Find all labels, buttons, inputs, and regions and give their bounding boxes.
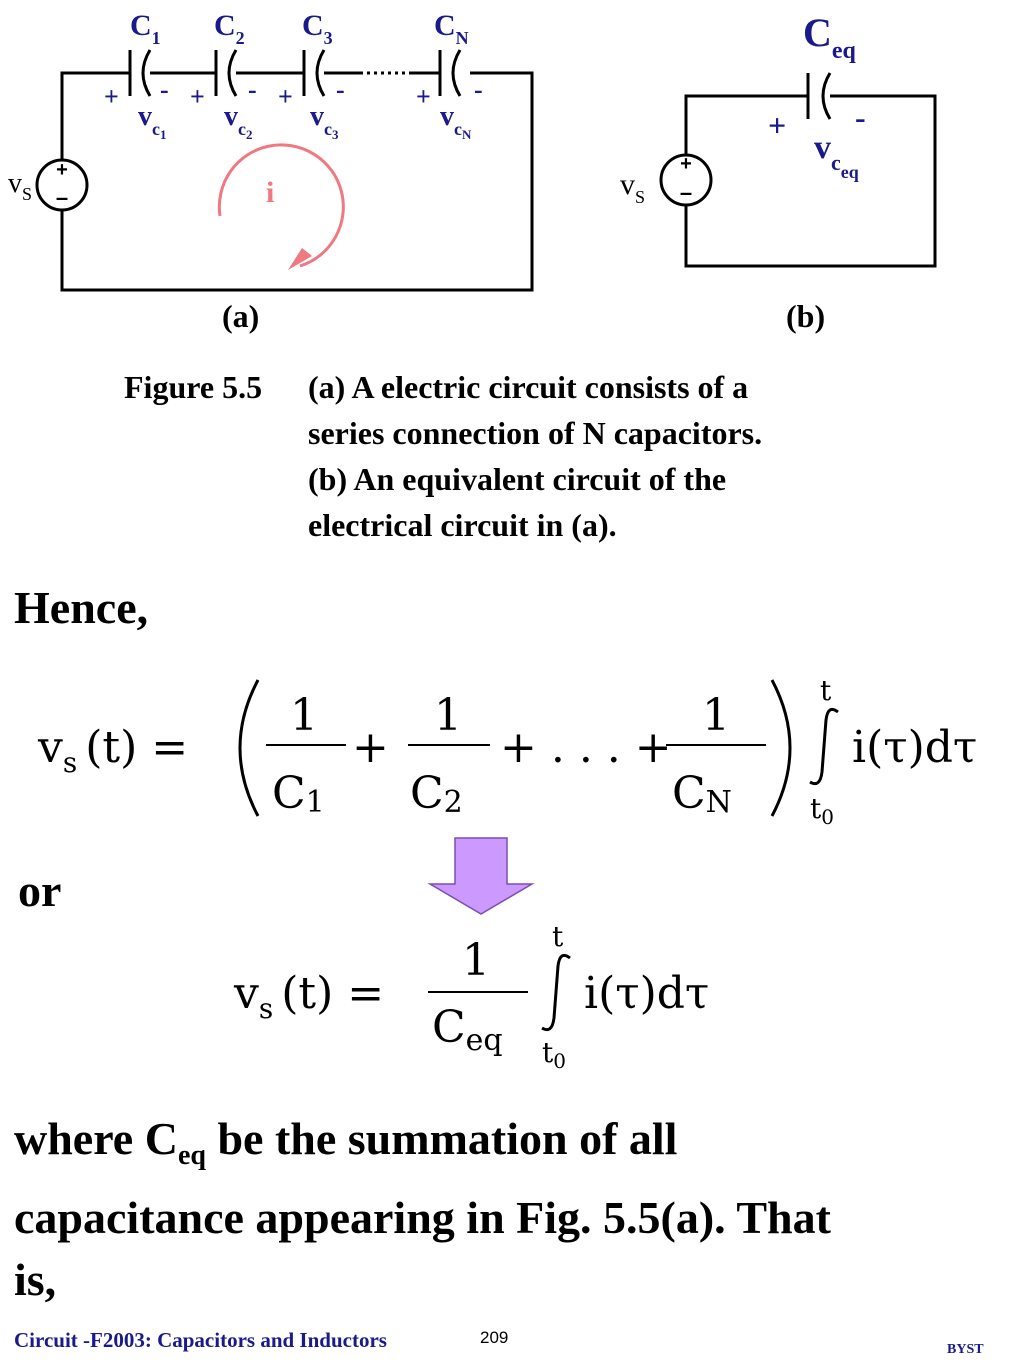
figure-number: Figure 5.5 xyxy=(124,369,263,405)
page-number: 209 xyxy=(480,1328,509,1347)
vc-label-3: vc3 xyxy=(310,101,339,142)
current-arrow-head xyxy=(288,248,312,270)
eq2-num: 1 xyxy=(462,935,490,986)
where-line-3: is, xyxy=(14,1254,57,1306)
eq1-plus: + xyxy=(352,722,389,773)
minus-2: - xyxy=(248,75,257,104)
figure-b-label: (b) xyxy=(786,298,826,334)
equation-2: vs(t) = 1 Ceq t t0 i(τ)dτ xyxy=(233,920,709,1073)
cap-label-3: C3 xyxy=(302,9,333,48)
source-label-b: vS xyxy=(620,168,645,207)
eq1-den-2: C2 xyxy=(410,768,463,820)
plus-n: + xyxy=(416,82,431,111)
eq1-den-1: C1 xyxy=(272,768,325,820)
hence-text: Hence, xyxy=(14,582,149,633)
caption-line: (b) An equivalent circuit of the xyxy=(308,461,727,497)
circuit-a-wires xyxy=(60,71,534,292)
capacitor-symbols-a xyxy=(128,49,462,97)
capacitor-labels-a: C1 C2 C3 CN + - + - + - + - vc1 vc2 vc3 … xyxy=(104,9,483,142)
figure-a-label: (a) xyxy=(222,298,260,334)
plus-1: + xyxy=(104,82,119,111)
minus-3: - xyxy=(336,75,345,104)
integral-icon xyxy=(809,707,839,786)
eq1-left-paren xyxy=(238,679,260,817)
where-paragraph: where Ceq be the summation of all capaci… xyxy=(14,1108,1014,1311)
current-loop-arrow xyxy=(217,143,345,268)
circuit-figure: + – vS i C1 C2 C3 CN + - + - + - + - vc1… xyxy=(8,9,937,292)
eq1-right-paren xyxy=(770,679,792,817)
cap-label-1: C1 xyxy=(130,9,161,48)
voltage-source-a xyxy=(35,158,89,212)
vceq-label: vceq xyxy=(814,129,859,182)
plus-b: + xyxy=(768,107,786,143)
eq2-lhs: vs(t) = xyxy=(233,968,384,1025)
eq1-lhs: vs(t) = xyxy=(37,722,188,779)
minus-1: - xyxy=(160,75,169,104)
eq1-ellipsis: + . . . + xyxy=(500,722,672,773)
eq1-lower-limit: t0 xyxy=(810,792,834,829)
eq1-num-1: 1 xyxy=(290,690,318,741)
integral-icon xyxy=(541,953,571,1032)
caption-line: (a) A electric circuit consists of a xyxy=(308,369,749,405)
minus-b: - xyxy=(855,99,866,135)
minus-n: - xyxy=(474,75,483,104)
voltage-source-b xyxy=(659,153,713,207)
where-line-2: capacitance appearing in Fig. 5.5(a). Th… xyxy=(14,1192,831,1244)
vc-label-1: vc1 xyxy=(138,101,167,142)
eq2-upper-limit: t xyxy=(552,920,564,953)
caption-text: (a) A electric circuit consists of a ser… xyxy=(308,364,762,548)
brand-logo: BYST xyxy=(947,1342,984,1357)
eq2-integrand: i(τ)dτ xyxy=(584,968,709,1019)
eq1-num-2: 1 xyxy=(434,690,462,741)
source-plus-b: + xyxy=(680,153,692,175)
ceq-label: Ceq xyxy=(803,10,857,64)
circuit-b-wires xyxy=(684,72,937,268)
footer-title: Circuit -F2003: Capacitors and Inductors xyxy=(14,1328,387,1352)
plus-3: + xyxy=(278,82,293,111)
down-arrow-icon xyxy=(427,837,535,915)
where-line-1: where Ceq be the summation of all xyxy=(14,1113,678,1172)
source-minus-a: – xyxy=(56,185,68,210)
eq1-num-n: 1 xyxy=(702,690,730,741)
cap-label-n: CN xyxy=(434,9,469,48)
source-label-a: vS xyxy=(8,168,32,204)
cap-label-2: C2 xyxy=(214,9,245,48)
eq1-integrand: i(τ)dτ xyxy=(852,722,977,773)
capacitor-labels-b: Ceq + - vceq xyxy=(768,10,866,182)
vc-label-n: vcN xyxy=(440,101,472,142)
vc-label-2: vc2 xyxy=(224,101,253,142)
caption-line: series connection of N capacitors. xyxy=(308,415,763,451)
equation-1: vs(t) = 1 C1 + 1 C2 + . . . + 1 CN t t0 … xyxy=(37,674,977,829)
eq2-den: Ceq xyxy=(432,1002,503,1058)
current-label: i xyxy=(266,176,274,209)
eq1-den-n: CN xyxy=(672,768,732,820)
eq1-upper-limit: t xyxy=(820,674,832,707)
source-minus-b: – xyxy=(680,180,692,205)
plus-2: + xyxy=(190,82,205,111)
source-plus-a: + xyxy=(56,159,68,181)
or-text: or xyxy=(18,865,62,916)
eq2-lower-limit: t0 xyxy=(542,1036,566,1073)
caption-line: electrical circuit in (a). xyxy=(308,507,617,543)
